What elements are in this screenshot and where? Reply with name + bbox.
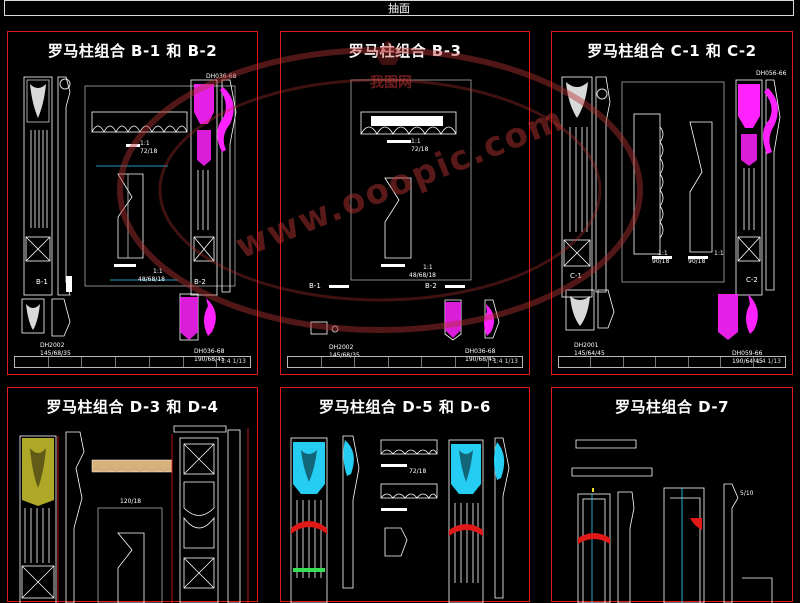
title-block: 1:4 1/13	[287, 356, 523, 368]
sheet-title: 罗马柱组合 D-5 和 D-6	[319, 398, 491, 416]
label-145: 145/68/35	[40, 350, 71, 357]
label-190: 190/68/45	[194, 356, 225, 363]
label-scale-2: 1:1	[714, 250, 724, 257]
label-dim-1: 90/18	[652, 258, 670, 265]
sheet-d7-drawing	[571, 439, 773, 603]
label-dh2002: DH2002	[40, 342, 65, 349]
sheet-title: 罗马柱组合 B-3	[348, 42, 462, 60]
title-block-scale: 1:4 1/13	[220, 358, 246, 365]
label-dh036: DH036-68	[465, 348, 496, 355]
sheet-d3-d4-drawing	[19, 425, 249, 603]
window-title-bar: 抽面	[4, 0, 794, 16]
label-dim-1: 72/18	[409, 468, 427, 475]
label-c2: C-2	[746, 276, 758, 284]
title-block: 1:4 1/13	[558, 356, 786, 368]
drawing-sheet-d5-d6[interactable]: 罗马柱组合 D-5 和 D-6 72/18	[280, 387, 530, 603]
label-dim-2: 48/68/18	[138, 276, 165, 283]
label-190: 190/68/45	[465, 356, 496, 363]
label-dh056: DH056-66	[756, 70, 787, 77]
sheet-d5-d6-drawing	[290, 435, 510, 603]
label-b1: B-1	[309, 282, 321, 290]
sheet-title: 罗马柱组合 C-1 和 C-2	[587, 42, 757, 60]
sheet-c1-c2-drawing	[561, 76, 781, 340]
label-dh2002: DH2002	[329, 344, 354, 351]
label-scale-1: 1:1	[140, 140, 150, 147]
sheet-b1-b2-drawing	[21, 76, 237, 341]
label-dim-1: 5/10	[740, 490, 754, 497]
label-b2: B-2	[194, 278, 206, 286]
title-block: 1:4 1/13	[14, 356, 251, 368]
label-dim-1: 72/18	[411, 146, 429, 153]
label-b2: B-2	[425, 282, 437, 290]
label-145: 145/68/35	[329, 352, 360, 359]
drawing-sheet-d3-d4[interactable]: 罗马柱组合 D-3 和 D-4 120/18	[7, 387, 258, 603]
label-dim-2: 90/18	[688, 258, 706, 265]
drawing-sheet-c1-c2[interactable]: 罗马柱组合 C-1 和 C-2 DH056-66 C-1 C-2 1:1 90/…	[551, 31, 793, 375]
title-block-scale: 1:4 1/13	[492, 358, 518, 365]
label-scale-1: 1:1	[411, 138, 421, 145]
label-scale-2: 1:1	[153, 268, 163, 275]
label-dim-1: 72/18	[140, 148, 158, 155]
drawing-sheet-b3[interactable]: 罗马柱组合 B-3 1:1 72/18 1:1 48/68/18 B-1 B-2…	[280, 31, 530, 375]
label-dh036-b: DH036-68	[194, 348, 225, 355]
label-b1: B-1	[36, 278, 48, 286]
drawing-sheet-d7[interactable]: 罗马柱组合 D-7 5/10	[551, 387, 793, 603]
drawing-sheet-b1-b2[interactable]: 罗马柱组合 B-1 和 B-2 DH036-68 1:1 72/18 1:1 4…	[7, 31, 258, 375]
sheet-title: 罗马柱组合 B-1 和 B-2	[47, 42, 218, 60]
label-190: 190/64/45	[732, 358, 763, 365]
sheet-b3-drawing	[310, 79, 500, 341]
label-145: 145/64/45	[574, 350, 605, 357]
label-scale-2: 1:1	[423, 264, 433, 271]
label-dim-2: 48/68/18	[409, 272, 436, 279]
label-dh059: DH059-66	[732, 350, 763, 357]
label-dim-1: 120/18	[120, 498, 142, 505]
sheet-title: 罗马柱组合 D-7	[614, 398, 730, 416]
label-dh2001: DH2001	[574, 342, 599, 349]
label-c1: C-1	[570, 272, 582, 280]
sheet-title: 罗马柱组合 D-3 和 D-4	[46, 398, 219, 416]
label-dh036: DH036-68	[206, 73, 237, 80]
window-title: 抽面	[388, 2, 410, 15]
title-block-scale: 1:4 1/13	[755, 358, 781, 365]
label-scale-1: 1:1	[658, 250, 668, 257]
